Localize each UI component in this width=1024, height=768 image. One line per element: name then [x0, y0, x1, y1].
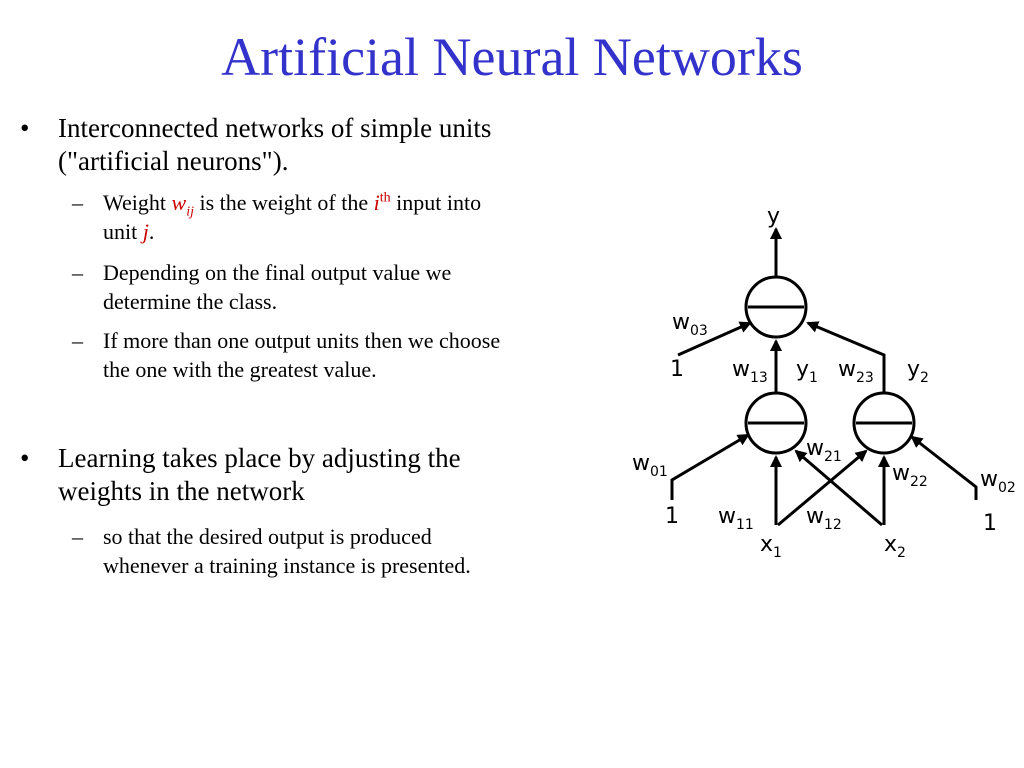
- bullet-line: ("artificial neurons").: [58, 146, 289, 176]
- bullet-marker: •: [20, 443, 30, 473]
- sub-line: Depending on the final output value we: [103, 260, 452, 285]
- symbol-w: wij: [171, 190, 194, 220]
- sub-line: so that the desired output is produced: [103, 524, 432, 549]
- bullet-line: Learning takes place by adjusting the: [58, 443, 461, 473]
- text-fragment: unit: [103, 219, 143, 244]
- edge-w01: [670, 433, 750, 500]
- bullet-learning: • Learning takes place by adjusting the …: [20, 442, 618, 508]
- text-fragment: input into: [390, 190, 482, 215]
- label-w01: w01: [632, 451, 668, 480]
- sub-bullet-weight: – Weight wij is the weight of the ith in…: [72, 188, 623, 246]
- edge-w21: [794, 449, 883, 527]
- label-w13: w13: [732, 357, 768, 386]
- label-w12: w12: [806, 504, 842, 533]
- dash-marker: –: [72, 524, 83, 549]
- text-fragment: Weight: [103, 190, 172, 215]
- symbol-j: j: [142, 219, 149, 244]
- text-fragment: is the weight of the: [193, 190, 374, 215]
- label-y2: y2: [907, 357, 929, 386]
- dash-marker: –: [72, 190, 83, 215]
- sub-line: determine the class.: [103, 289, 278, 314]
- label-w23: w23: [838, 357, 874, 386]
- text-fragment: .: [148, 219, 155, 244]
- sub-bullet-depending: – Depending on the final output value we…: [72, 258, 623, 316]
- label-w11: w11: [718, 504, 754, 533]
- slide-title: Artificial Neural Networks: [221, 27, 803, 87]
- sub-line: whenever a training instance is presente…: [103, 553, 471, 578]
- sub-line: unit j.: [103, 217, 623, 246]
- label-w03: w03: [672, 310, 708, 339]
- label-one-right: 1: [983, 511, 997, 536]
- bullet-line: weights in the network: [58, 476, 305, 506]
- label-y: y: [767, 204, 780, 229]
- label-w21: w21: [806, 436, 842, 465]
- label-one-top: 1: [670, 357, 684, 382]
- edge-w23: [806, 321, 886, 393]
- label-w22: w22: [892, 461, 928, 490]
- dash-marker: –: [72, 328, 83, 353]
- sub-line: If more than one output units then we ch…: [103, 328, 501, 353]
- bullet-marker: •: [20, 113, 30, 143]
- sub-line: Weight wij is the weight of the ith inpu…: [103, 188, 623, 220]
- sub-line: the one with the greatest value.: [103, 357, 377, 382]
- bullet-interconnected: • Interconnected networks of simple unit…: [20, 112, 638, 178]
- bullet-line: Interconnected networks of simple units: [58, 113, 492, 143]
- label-x1: x1: [760, 532, 782, 561]
- symbol-i: ith: [373, 190, 391, 215]
- edge-w03: [677, 321, 752, 357]
- sub-bullet-more-than-one: – If more than one output units then we …: [72, 326, 633, 384]
- neural-network-diagram: y w03 1 w13 y1 w23 y2 w01 1 w21 w22 w02 …: [632, 204, 1016, 561]
- sub-bullet-desired-output: – so that the desired output is produced…: [72, 522, 643, 580]
- label-x2: x2: [884, 532, 906, 561]
- label-y1: y1: [796, 357, 818, 386]
- edge-w12: [777, 449, 868, 527]
- dash-marker: –: [72, 260, 83, 285]
- edge-w02: [910, 435, 978, 500]
- label-one-left: 1: [665, 504, 679, 529]
- label-w02: w02: [980, 467, 1016, 496]
